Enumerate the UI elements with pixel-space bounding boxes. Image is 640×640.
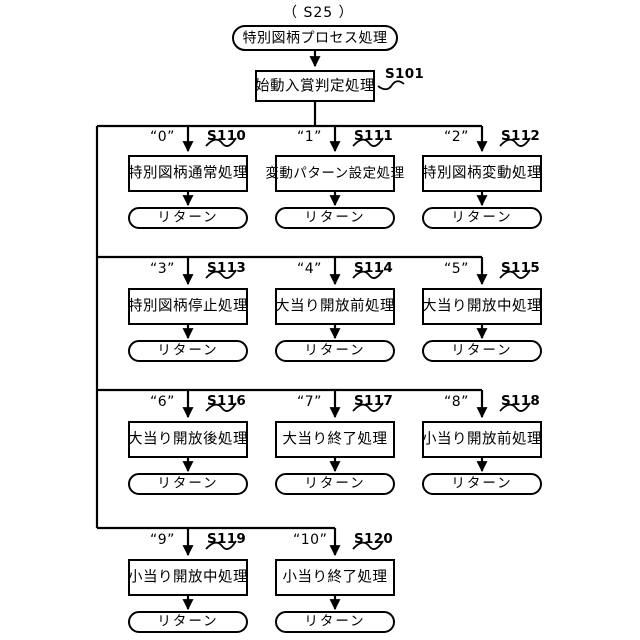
return-s113[interactable]: リターン bbox=[128, 340, 248, 362]
return-s114-label: リターン bbox=[304, 342, 366, 359]
return-s110-label: リターン bbox=[157, 209, 219, 226]
return-s117[interactable]: リターン bbox=[275, 473, 395, 495]
start-terminator[interactable]: 特別図柄プロセス処理 bbox=[232, 25, 398, 51]
return-s111[interactable]: リターン bbox=[275, 207, 395, 229]
step-number-s111: S111 bbox=[354, 128, 394, 144]
return-s120[interactable]: リターン bbox=[275, 611, 395, 633]
process-s116-label: 大当り開放後処理 bbox=[128, 431, 248, 448]
return-s114[interactable]: リターン bbox=[275, 340, 395, 362]
process-s114[interactable]: 大当り開放前処理 bbox=[275, 288, 395, 325]
entry-connector-label: （ S25 ） bbox=[283, 5, 354, 21]
process-s115[interactable]: 大当り開放中処理 bbox=[422, 288, 542, 325]
step-number-s112: S112 bbox=[501, 128, 541, 144]
process-s116[interactable]: 大当り開放後処理 bbox=[128, 421, 248, 458]
step-number-s110: S110 bbox=[207, 128, 247, 144]
return-s118[interactable]: リターン bbox=[422, 473, 542, 495]
return-s115-label: リターン bbox=[451, 342, 513, 359]
branch-condition-5: “5” bbox=[444, 261, 469, 277]
step-number-s116: S116 bbox=[207, 393, 247, 409]
process-s120-label: 小当り終了処理 bbox=[282, 569, 388, 586]
process-s110-label: 特別図柄通常処理 bbox=[128, 165, 248, 182]
process-s112[interactable]: 特別図柄変動処理 bbox=[422, 155, 542, 192]
branch-condition-6: “6” bbox=[150, 394, 175, 410]
return-s117-label: リターン bbox=[304, 475, 366, 492]
return-s110[interactable]: リターン bbox=[128, 207, 248, 229]
process-s118-label: 小当り開放前処理 bbox=[422, 431, 542, 448]
step-number-s118: S118 bbox=[501, 393, 541, 409]
process-s110[interactable]: 特別図柄通常処理 bbox=[128, 155, 248, 192]
return-s120-label: リターン bbox=[304, 613, 366, 630]
start-terminator-label: 特別図柄プロセス処理 bbox=[242, 30, 388, 47]
return-s119-label: リターン bbox=[157, 613, 219, 630]
branch-condition-4: “4” bbox=[297, 261, 322, 277]
process-s111-label: 変動パターン設定処理 bbox=[265, 165, 405, 182]
return-s116-label: リターン bbox=[157, 475, 219, 492]
process-s120[interactable]: 小当り終了処理 bbox=[275, 559, 395, 596]
return-s119[interactable]: リターン bbox=[128, 611, 248, 633]
branch-condition-8: “8” bbox=[444, 394, 469, 410]
process-s119-label: 小当り開放中処理 bbox=[128, 569, 248, 586]
step-number-s101: S101 bbox=[385, 66, 425, 82]
process-s113-label: 特別図柄停止処理 bbox=[128, 298, 248, 315]
return-s112[interactable]: リターン bbox=[422, 207, 542, 229]
branch-condition-3: “3” bbox=[150, 261, 175, 277]
process-s113[interactable]: 特別図柄停止処理 bbox=[128, 288, 248, 325]
branch-condition-1: “1” bbox=[297, 129, 322, 145]
return-s116[interactable]: リターン bbox=[128, 473, 248, 495]
step-number-s113: S113 bbox=[207, 260, 247, 276]
process-s101-label: 始動入賞判定処理 bbox=[255, 78, 375, 95]
process-s117[interactable]: 大当り終了処理 bbox=[275, 421, 395, 458]
branch-condition-7: “7” bbox=[297, 394, 322, 410]
step-number-s117: S117 bbox=[354, 393, 394, 409]
process-s118[interactable]: 小当り開放前処理 bbox=[422, 421, 542, 458]
process-s117-label: 大当り終了処理 bbox=[282, 431, 388, 448]
branch-condition-9: “9” bbox=[150, 532, 175, 548]
process-s101[interactable]: 始動入賞判定処理 bbox=[255, 70, 375, 102]
process-s111[interactable]: 変動パターン設定処理 bbox=[265, 155, 404, 192]
process-s115-label: 大当り開放中処理 bbox=[422, 298, 542, 315]
step-number-s115: S115 bbox=[501, 260, 541, 276]
return-s112-label: リターン bbox=[451, 209, 513, 226]
process-s119[interactable]: 小当り開放中処理 bbox=[128, 559, 248, 596]
branch-condition-0: “0” bbox=[150, 129, 175, 145]
process-s114-label: 大当り開放前処理 bbox=[275, 298, 395, 315]
branch-condition-2: “2” bbox=[444, 129, 469, 145]
step-number-s120: S120 bbox=[354, 531, 394, 547]
return-s115[interactable]: リターン bbox=[422, 340, 542, 362]
step-number-s119: S119 bbox=[207, 531, 247, 547]
return-s118-label: リターン bbox=[451, 475, 513, 492]
return-s113-label: リターン bbox=[157, 342, 219, 359]
process-s112-label: 特別図柄変動処理 bbox=[422, 165, 542, 182]
branch-condition-10: “10” bbox=[293, 532, 328, 548]
return-s111-label: リターン bbox=[304, 209, 366, 226]
step-number-s114: S114 bbox=[354, 260, 394, 276]
